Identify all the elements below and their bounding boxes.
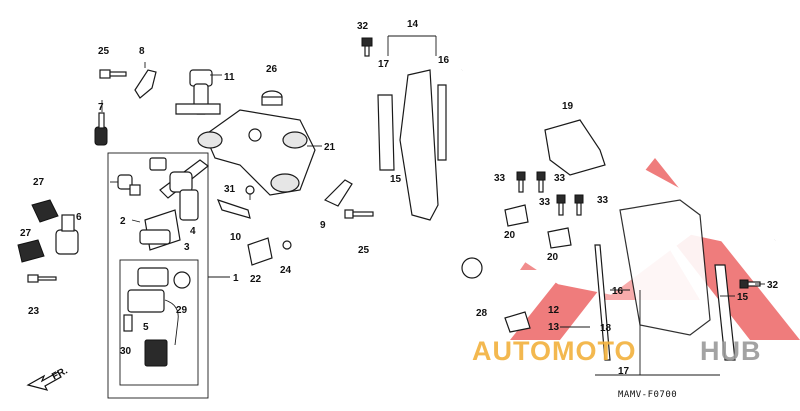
callout-17: 17 <box>378 59 390 70</box>
handlebar-clamp <box>547 227 572 249</box>
ignition-assembly-box <box>107 152 209 399</box>
handlebar-holder <box>175 69 221 115</box>
diagram-code: MAMV-F0700 <box>618 390 677 400</box>
bolt <box>516 171 584 216</box>
callout-22: 22 <box>250 274 262 285</box>
callout-8: 8 <box>139 46 145 57</box>
band-clamp <box>461 257 483 279</box>
watermark-right: HUB <box>700 336 762 366</box>
callout-27b: 27 <box>20 228 32 239</box>
plate <box>216 199 251 219</box>
callout-15: 15 <box>390 174 402 185</box>
handlebar-clamp <box>504 204 529 227</box>
leader-lines <box>110 35 765 376</box>
callout-16b: 16 <box>612 286 624 297</box>
callout-30: 30 <box>120 346 132 357</box>
callout-6: 6 <box>76 212 82 223</box>
callout-1: 1 <box>233 273 239 284</box>
watermark-left: AUTOMOTO <box>472 336 637 366</box>
callout-10: 10 <box>230 232 242 243</box>
callout-3: 3 <box>184 242 190 253</box>
callout-18: 18 <box>600 323 612 334</box>
callout-5: 5 <box>143 322 149 333</box>
cover <box>247 237 273 266</box>
callout-20b: 20 <box>547 252 559 263</box>
callout-11: 11 <box>224 72 235 83</box>
handlebar-cover <box>544 119 606 176</box>
callout-2: 2 <box>120 216 126 227</box>
front-direction-indicator: FR. <box>26 365 70 391</box>
callout-33c: 33 <box>539 197 551 208</box>
bolt-small <box>282 240 292 250</box>
callouts: 25 8 11 26 7 21 27 31 6 2 4 10 9 27 3 25… <box>20 19 779 377</box>
bolt <box>344 209 374 219</box>
ignition-subassembly-box <box>119 259 199 386</box>
wire-bracket <box>134 69 157 99</box>
callout-21: 21 <box>324 142 336 153</box>
arrow-icon <box>26 371 62 391</box>
direction-label: FR. <box>50 365 70 382</box>
callout-9: 9 <box>320 220 326 231</box>
handle-switch <box>17 199 79 283</box>
callout-33a: 33 <box>494 173 506 184</box>
callout-29: 29 <box>176 305 188 316</box>
callout-19: 19 <box>562 101 574 112</box>
callout-32: 32 <box>357 21 369 32</box>
callout-26: 26 <box>266 64 278 75</box>
callout-4: 4 <box>190 226 196 237</box>
callout-25: 25 <box>98 46 110 57</box>
callout-14: 14 <box>407 19 419 30</box>
callout-15b: 15 <box>737 292 749 303</box>
callout-33d: 33 <box>597 195 609 206</box>
callout-27: 27 <box>33 177 45 188</box>
callout-16: 16 <box>438 55 450 66</box>
steering-lock <box>117 157 209 251</box>
bracket-small <box>504 311 531 333</box>
bolt <box>361 37 373 57</box>
callout-32b: 32 <box>767 280 779 291</box>
rubber-mount <box>261 90 283 106</box>
ignition-switch <box>123 267 191 367</box>
top-bridge <box>197 109 316 196</box>
callout-24: 24 <box>280 265 292 276</box>
callout-31: 31 <box>224 184 236 195</box>
callout-28: 28 <box>476 308 488 319</box>
callout-7: 7 <box>98 102 104 113</box>
handlebar-left <box>377 69 447 221</box>
ignition-key <box>94 112 108 146</box>
callout-17b: 17 <box>618 366 630 377</box>
watermark-text: AUTOMOTO HUB <box>472 336 762 366</box>
callout-25b: 25 <box>358 245 370 256</box>
handlebar-right <box>594 199 736 361</box>
cable-guide <box>323 179 353 207</box>
screw <box>245 185 255 200</box>
callout-33b: 33 <box>554 173 566 184</box>
callout-23: 23 <box>28 306 40 317</box>
callout-12: 12 <box>548 305 560 316</box>
callout-20a: 20 <box>504 230 516 241</box>
bolt <box>99 69 127 79</box>
callout-13: 13 <box>548 322 560 333</box>
